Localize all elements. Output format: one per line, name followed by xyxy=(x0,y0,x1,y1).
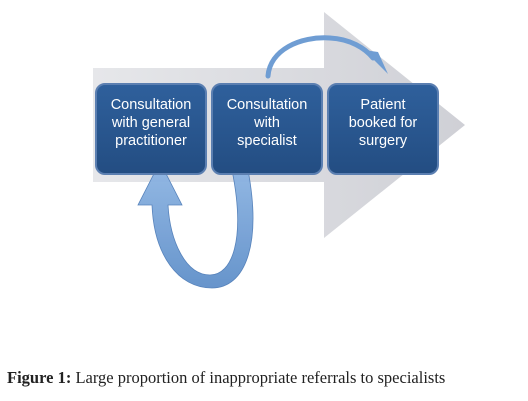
figure-caption-text: Large proportion of inappropriate referr… xyxy=(71,368,446,387)
box-surgery-line-1: Patient xyxy=(360,97,405,113)
box-gp-line-2: with general xyxy=(111,115,190,131)
figure-caption: Figure 1: Large proportion of inappropri… xyxy=(7,368,523,388)
top-curve-arrow xyxy=(265,35,376,79)
figure-label: Figure 1: xyxy=(7,368,72,387)
box-specialist-line-2: with xyxy=(253,115,280,131)
return-curve-arrow xyxy=(137,161,254,289)
box-surgery-line-3: surgery xyxy=(359,133,408,149)
box-patient-surgery: Patient booked for surgery xyxy=(327,83,439,175)
box-surgery-line-2: booked for xyxy=(349,115,418,131)
top-curve-arrowhead xyxy=(364,50,388,74)
box-specialist-line-3: specialist xyxy=(237,133,297,149)
box-consultation-specialist: Consultation with specialist xyxy=(211,83,323,175)
box-gp-line-3: practitioner xyxy=(115,133,187,149)
box-specialist-line-1: Consultation xyxy=(227,97,308,113)
box-gp-line-1: Consultation xyxy=(111,97,192,113)
box-consultation-gp: Consultation with general practitioner xyxy=(95,83,207,175)
